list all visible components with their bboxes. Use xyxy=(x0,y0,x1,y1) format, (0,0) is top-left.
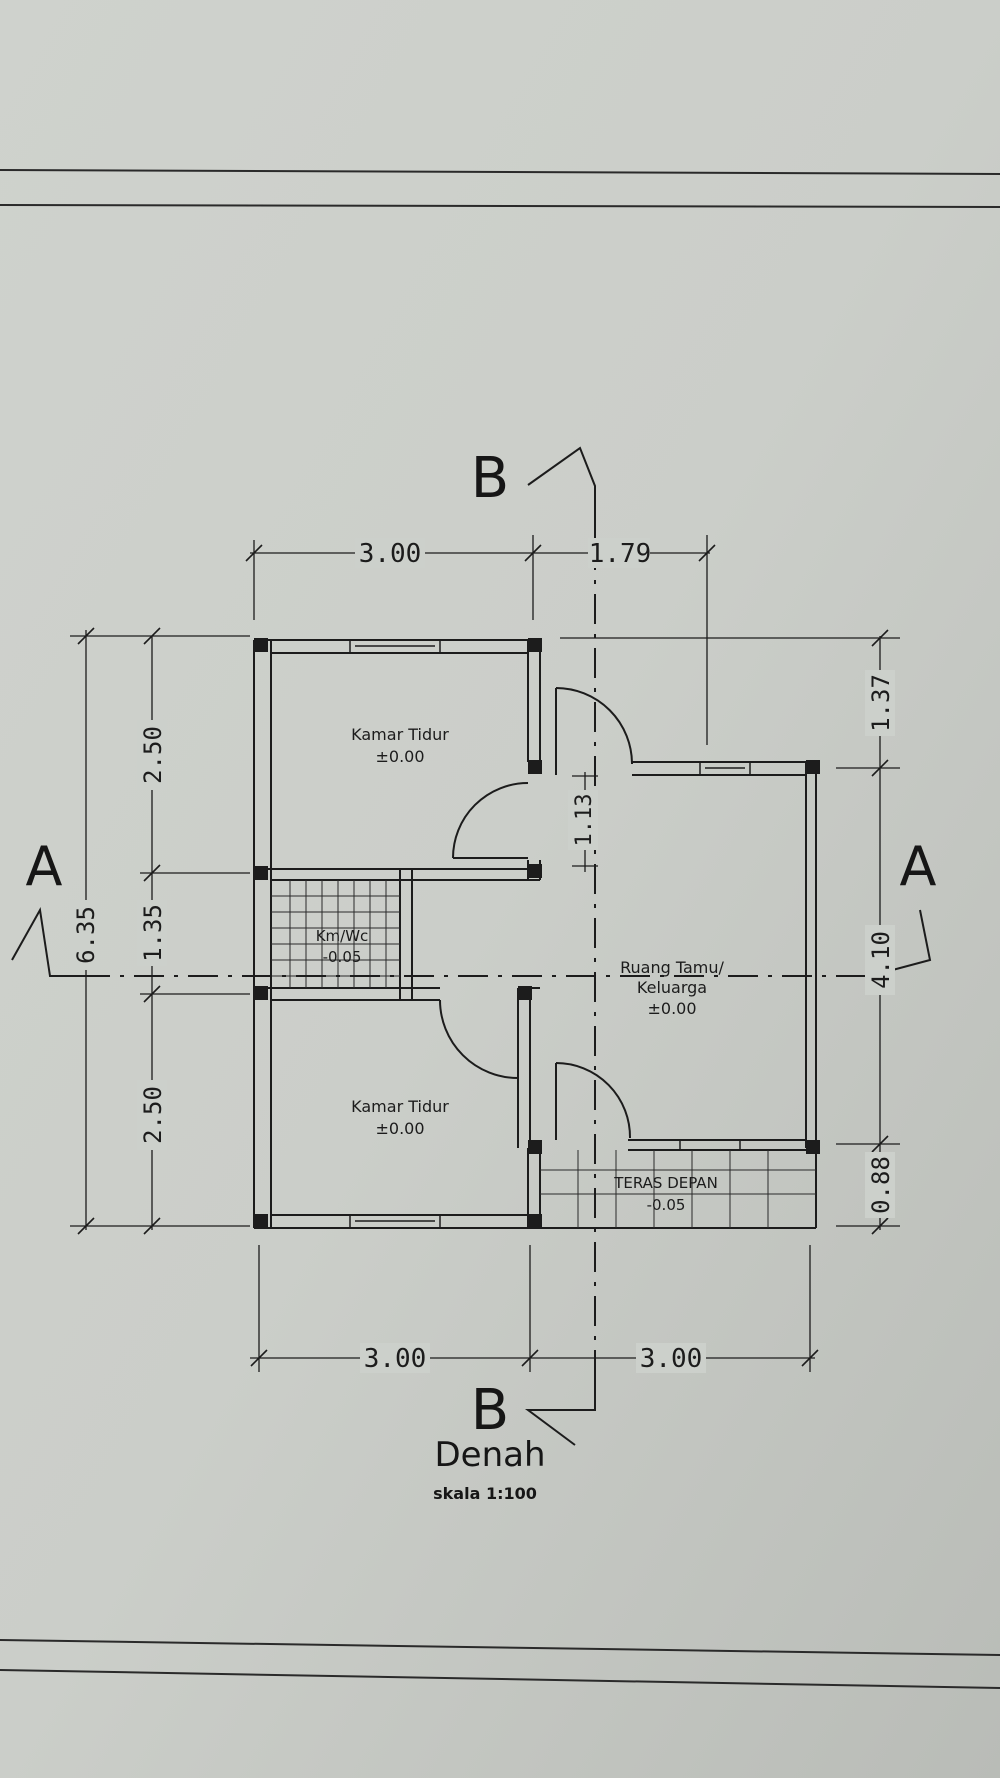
dim-left-total: 6.35 xyxy=(72,906,100,964)
dim-door-gap: 1.13 xyxy=(572,794,597,847)
dim-right-middle: 4.10 xyxy=(867,931,895,989)
room-bedroom-bottom-level: ±0.00 xyxy=(375,1119,424,1138)
drawing-title: Denah xyxy=(434,1435,545,1475)
dim-left-upper: 2.50 xyxy=(139,726,167,784)
dim-top-left: 3.00 xyxy=(359,539,422,569)
room-bathroom-name: Km/Wc xyxy=(316,927,369,945)
room-terrace-level: -0.05 xyxy=(647,1196,686,1214)
terrace-tiles xyxy=(540,1150,816,1228)
room-living-level: ±0.00 xyxy=(647,999,696,1018)
room-bedroom-top-name: Kamar Tidur xyxy=(351,725,449,744)
section-a-right-label: A xyxy=(900,835,937,898)
section-letters: A A B B xyxy=(26,446,937,1443)
section-a-left-label: A xyxy=(26,835,63,898)
room-bathroom-level: -0.05 xyxy=(323,948,362,966)
room-living-name-1: Ruang Tamu/ xyxy=(620,958,724,977)
drawing-scale: skala 1:100 xyxy=(433,1484,537,1503)
section-b-top-label: B xyxy=(471,446,509,511)
dimension-labels: 3.00 1.79 3.00 3.00 6.35 2.50 1.35 2.50 … xyxy=(70,538,895,1374)
dim-right-top: 1.37 xyxy=(867,674,895,732)
dim-right-bottom: 0.88 xyxy=(867,1156,895,1214)
room-living-name-2: Keluarga xyxy=(637,978,707,997)
doors xyxy=(439,687,633,1140)
room-terrace-name: TERAS DEPAN xyxy=(613,1174,718,1192)
windows xyxy=(349,640,751,1228)
dim-bottom-right: 3.00 xyxy=(640,1344,703,1374)
dim-bottom-left: 3.00 xyxy=(364,1344,427,1374)
section-b-bottom-label: B xyxy=(471,1378,509,1443)
dim-left-lower: 2.50 xyxy=(139,1086,167,1144)
dim-top-right: 1.79 xyxy=(589,539,652,569)
sheet-border-lines xyxy=(0,169,1000,1689)
dimension-ticks xyxy=(77,544,889,1367)
room-labels: Kamar Tidur ±0.00 Km/Wc -0.05 Kamar Tidu… xyxy=(316,725,725,1214)
columns xyxy=(254,638,820,1228)
dim-left-middle: 1.35 xyxy=(139,904,167,962)
room-bedroom-bottom-name: Kamar Tidur xyxy=(351,1097,449,1116)
drawing-title-block: Denah skala 1:100 xyxy=(433,1435,545,1503)
room-bedroom-top-level: ±0.00 xyxy=(375,747,424,766)
